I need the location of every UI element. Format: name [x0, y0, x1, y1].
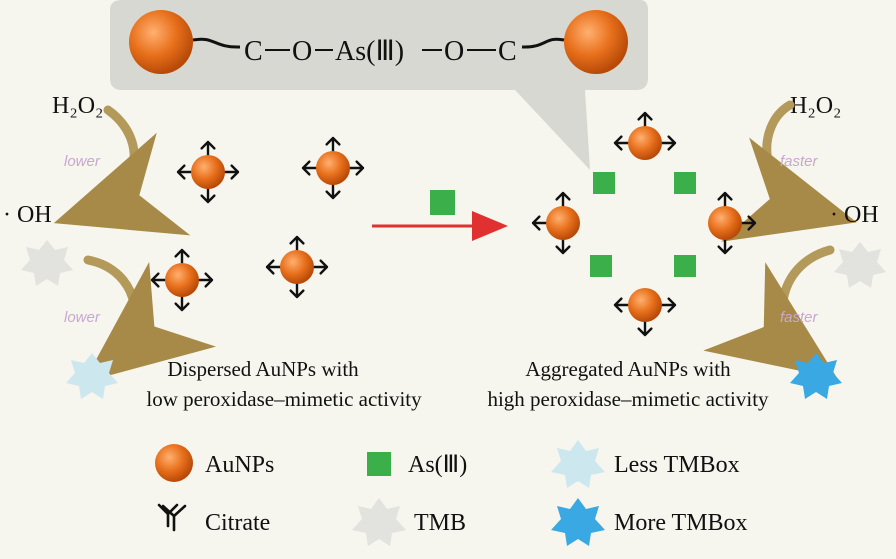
dispersed-particle: [150, 248, 214, 312]
right-oh: · OH: [830, 202, 879, 228]
gold-nanoparticle: [708, 206, 742, 240]
right-more-tmbox-star: [790, 353, 842, 399]
gold-nanoparticle: [191, 155, 225, 189]
linker-o-left: O: [292, 36, 312, 67]
aggregated-particle: [613, 288, 677, 337]
aggregated-caption-line1: Aggregated AuNPs with: [525, 357, 731, 381]
linker-particle-left: [129, 10, 193, 74]
left-tmb-star: [21, 240, 73, 286]
legend-less-tmbox-icon: [551, 440, 605, 488]
left-less-tmbox-star: [66, 353, 118, 399]
left-oh: · OH: [3, 202, 52, 228]
gold-nanoparticle: [546, 206, 580, 240]
linker-bubble: C O As(Ⅲ) O C: [110, 0, 648, 170]
left-rate-label-bottom: lower: [64, 309, 101, 326]
gold-nanoparticle: [628, 126, 662, 160]
aggregated-caption-line2: high peroxidase–mimetic activity: [487, 387, 769, 411]
gold-nanoparticle: [165, 263, 199, 297]
legend-as3-label: As(Ⅲ): [408, 452, 467, 478]
gold-nanoparticle: [628, 288, 662, 322]
left-arrow-bottom: [83, 255, 217, 383]
left-h2o2: H₂O₂: [52, 93, 103, 119]
legend-more-tmbox-icon: [551, 498, 605, 546]
aggregated-particle: [531, 191, 580, 255]
dispersed-aunps: [150, 136, 365, 312]
as3-bridge: [674, 172, 696, 194]
left-catalytic-cycle: H₂O₂ lower · OH lower: [3, 93, 217, 399]
dispersed-caption-line2: low peroxidase–mimetic activity: [146, 387, 422, 411]
linker-c-right: C: [498, 36, 517, 67]
right-catalytic-cycle: H₂O₂ faster · OH faster: [703, 93, 886, 399]
linker-o-right: O: [444, 36, 464, 67]
right-tmb-star: [834, 242, 886, 288]
dispersed-particle: [176, 140, 240, 204]
as3-square-center: [430, 190, 455, 215]
linker-particle-right: [564, 10, 628, 74]
aggregated-aunps: [531, 111, 757, 337]
legend-tmb-icon: [352, 498, 406, 546]
left-arrow-top: [53, 105, 191, 236]
right-h2o2: H₂O₂: [790, 93, 841, 119]
linker-c-left: C: [244, 36, 263, 67]
legend-less-tmbox-label: Less TMBox: [614, 452, 740, 478]
aggregated-particle: [708, 191, 757, 255]
dispersed-caption-line1: Dispersed AuNPs with: [167, 357, 359, 381]
gold-nanoparticle: [280, 250, 314, 284]
legend-tmb-label: TMB: [414, 510, 466, 536]
legend: AuNPs As(Ⅲ) Less TMBox Citrate TMB More …: [155, 440, 748, 546]
as3-bridge: [590, 255, 612, 277]
legend-citrate-label: Citrate: [205, 510, 270, 536]
right-arrow-top: [721, 100, 857, 242]
as3-bridge: [674, 255, 696, 277]
legend-aunps-label: AuNPs: [205, 452, 274, 478]
aggregated-particle: [613, 111, 677, 160]
legend-as3-icon: [367, 452, 391, 476]
right-rate-label-top: faster: [780, 153, 819, 170]
left-rate-label-top: lower: [64, 153, 101, 170]
legend-aunps-icon: [155, 444, 193, 482]
dispersed-particle: [301, 136, 365, 200]
legend-more-tmbox-label: More TMBox: [614, 510, 748, 536]
as3-bridge: [593, 172, 615, 194]
gold-nanoparticle: [316, 151, 350, 185]
right-rate-label-bottom: faster: [780, 309, 819, 326]
dispersed-particle: [265, 235, 329, 299]
right-arrow-bottom: [703, 245, 838, 379]
linker-as: As(Ⅲ): [335, 36, 404, 67]
